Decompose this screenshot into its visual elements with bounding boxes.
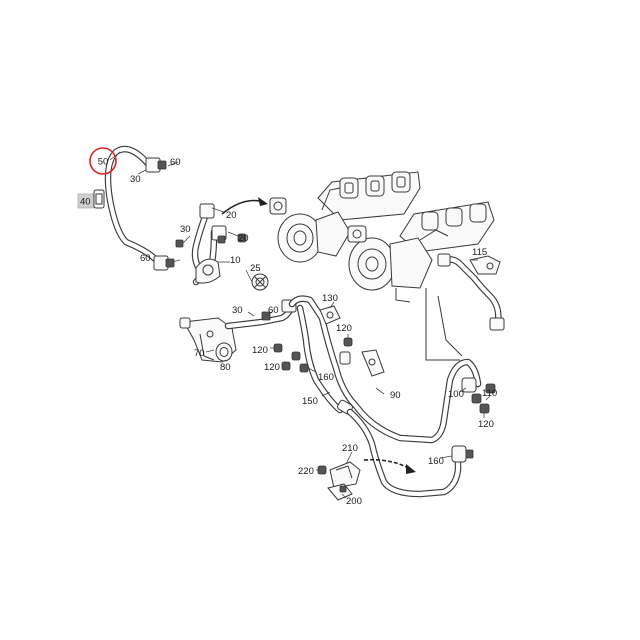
callout-110[interactable]: 110 [482, 388, 497, 399]
callout-50[interactable]: 50 [98, 157, 109, 168]
callout-115[interactable]: 115 [472, 247, 487, 258]
callout-80[interactable]: 80 [220, 362, 231, 373]
callout-30[interactable]: 30 [232, 305, 243, 316]
callout-120[interactable]: 120 [252, 345, 268, 356]
bracket-130 [319, 305, 341, 325]
callout-20[interactable]: 20 [226, 210, 237, 221]
callout-70[interactable]: 70 [194, 348, 205, 359]
bolts-120 [273, 337, 353, 373]
callout-100[interactable]: 100 [448, 389, 464, 400]
fittings-100-110 [461, 377, 496, 414]
oil-return-block-70 [179, 317, 237, 363]
bracket-90 [361, 349, 385, 377]
callout-160[interactable]: 160 [318, 372, 334, 383]
direction-arrow-bracket [363, 458, 413, 471]
callout-120[interactable]: 120 [478, 419, 494, 430]
callout-10[interactable]: 10 [230, 255, 241, 266]
leader-lines [109, 151, 491, 499]
callout-30[interactable]: 30 [130, 174, 141, 185]
callout-60[interactable]: 60 [170, 157, 181, 168]
filter-screen-25 [251, 273, 269, 291]
callout-160[interactable]: 160 [428, 456, 444, 467]
callout-120[interactable]: 120 [336, 323, 352, 334]
callout-40[interactable]: 40 [80, 197, 91, 208]
oil-line-115 [437, 253, 505, 331]
callout-90[interactable]: 90 [390, 390, 401, 401]
callout-60[interactable]: 60 [268, 305, 279, 316]
highlight-circle-50[interactable] [89, 147, 117, 175]
oil-line-90 [288, 295, 482, 444]
callout-labels: 50 60 30 40 20 20 30 60 10 25 30 60 130 … [80, 147, 497, 507]
callout-130[interactable]: 130 [322, 293, 338, 304]
callout-150[interactable]: 150 [302, 396, 318, 407]
callout-210[interactable]: 210 [342, 443, 358, 454]
turbocharger-assembly [221, 171, 495, 361]
oil-line-50 [104, 145, 175, 271]
bolts-30-upper [175, 233, 247, 248]
callout-60[interactable]: 60 [140, 253, 151, 264]
callout-120[interactable]: 120 [264, 362, 280, 373]
callout-30[interactable]: 30 [180, 224, 191, 235]
callout-200[interactable]: 200 [346, 496, 362, 507]
oil-line-10 [191, 203, 227, 286]
bracket-210 [317, 461, 361, 489]
callout-220[interactable]: 220 [298, 466, 314, 477]
callout-20[interactable]: 20 [238, 233, 249, 244]
exhaust-manifold-rear [317, 171, 421, 221]
turbocharger-front [347, 225, 449, 303]
oil-line-lower [346, 408, 474, 498]
turbocharger-rear [269, 187, 351, 263]
callout-25[interactable]: 25 [250, 263, 261, 274]
reference-part-40 [77, 189, 105, 209]
exhaust-manifold-front [399, 201, 495, 253]
clip-200 [327, 483, 353, 501]
